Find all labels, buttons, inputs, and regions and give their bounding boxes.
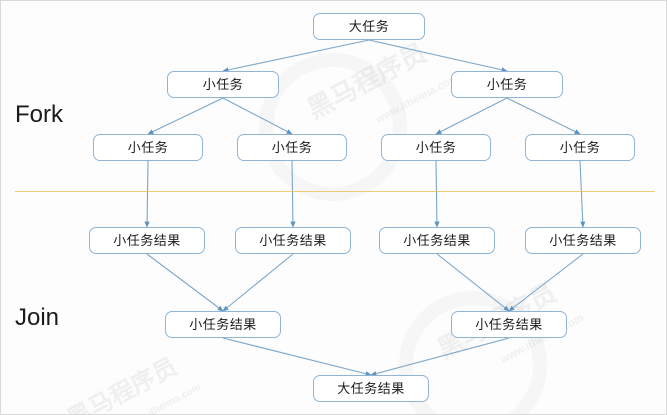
node-subtask-f2[interactable]: 小任务 bbox=[451, 71, 563, 98]
edge-f2-to-l4 bbox=[506, 97, 581, 135]
edge-l4-to-r4 bbox=[579, 160, 586, 228]
edge-r4-to-m2 bbox=[508, 253, 584, 312]
watermark-text: 黑马程序员 bbox=[302, 37, 432, 125]
watermark-ring bbox=[259, 53, 407, 201]
edge-l3-to-r3 bbox=[434, 160, 440, 228]
edge-f2-to-l3 bbox=[435, 97, 508, 135]
node-leaf-result-r4[interactable]: 小任务结果 bbox=[525, 227, 641, 254]
node-merged-result-m1[interactable]: 小任务结果 bbox=[165, 311, 281, 338]
edge-l2-to-r2 bbox=[290, 160, 296, 228]
watermark-text: www.itheima.com bbox=[373, 71, 461, 127]
node-leaf-result-r3[interactable]: 小任务结果 bbox=[379, 227, 495, 254]
node-leaf-task-l3[interactable]: 小任务 bbox=[381, 134, 491, 161]
node-leaf-result-r2[interactable]: 小任务结果 bbox=[235, 227, 351, 254]
node-merged-result-m2[interactable]: 小任务结果 bbox=[451, 311, 567, 338]
edge-l1-to-r1 bbox=[144, 160, 150, 228]
edge-r2-to-m1 bbox=[222, 253, 294, 312]
node-leaf-task-l2[interactable]: 小任务 bbox=[237, 134, 347, 161]
edge-m1-to-final bbox=[222, 337, 372, 377]
edge-r1-to-m1 bbox=[146, 253, 224, 312]
edge-root-to-f1 bbox=[222, 39, 370, 73]
node-leaf-result-r1[interactable]: 小任务结果 bbox=[89, 227, 205, 254]
node-leaf-task-l4[interactable]: 小任务 bbox=[525, 134, 635, 161]
edge-m2-to-final bbox=[370, 337, 510, 377]
watermark-text: 黑马程序员 bbox=[63, 353, 182, 415]
edge-r3-to-m2 bbox=[436, 253, 510, 312]
edge-f1-to-l1 bbox=[147, 97, 224, 135]
stage-label-fork: Fork bbox=[15, 101, 63, 128]
node-leaf-task-l1[interactable]: 小任务 bbox=[93, 134, 203, 161]
fork-join-divider bbox=[15, 191, 655, 192]
node-final-result-final[interactable]: 大任务结果 bbox=[313, 375, 429, 402]
node-root-task-root[interactable]: 大任务 bbox=[313, 13, 425, 40]
edge-root-to-f2 bbox=[368, 39, 508, 73]
node-subtask-f1[interactable]: 小任务 bbox=[167, 71, 279, 98]
stage-label-join: Join bbox=[15, 304, 60, 331]
edge-f1-to-l2 bbox=[222, 97, 293, 135]
watermark-text: www.itheima.com bbox=[123, 381, 203, 415]
